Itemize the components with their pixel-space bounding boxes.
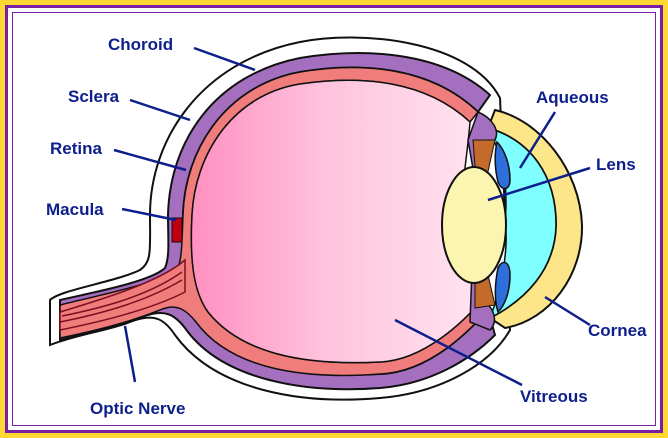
lens-shape xyxy=(442,167,506,283)
optic-nerve-label: Optic Nerve xyxy=(90,400,185,417)
optic-nerve-leader xyxy=(125,326,135,382)
choroid-label: Choroid xyxy=(108,36,173,53)
vitreous-label: Vitreous xyxy=(520,388,588,405)
lens-label: Lens xyxy=(596,156,636,173)
cornea-label: Cornea xyxy=(588,322,647,339)
choroid-leader xyxy=(194,48,255,70)
macula-label: Macula xyxy=(46,201,104,218)
retina-label: Retina xyxy=(50,140,102,157)
cornea-leader xyxy=(545,297,590,325)
vitreous-chamber xyxy=(191,80,482,362)
sclera-label: Sclera xyxy=(68,88,119,105)
sclera-leader xyxy=(130,100,190,120)
macula-spot xyxy=(172,218,182,242)
aqueous-label: Aqueous xyxy=(536,89,609,106)
